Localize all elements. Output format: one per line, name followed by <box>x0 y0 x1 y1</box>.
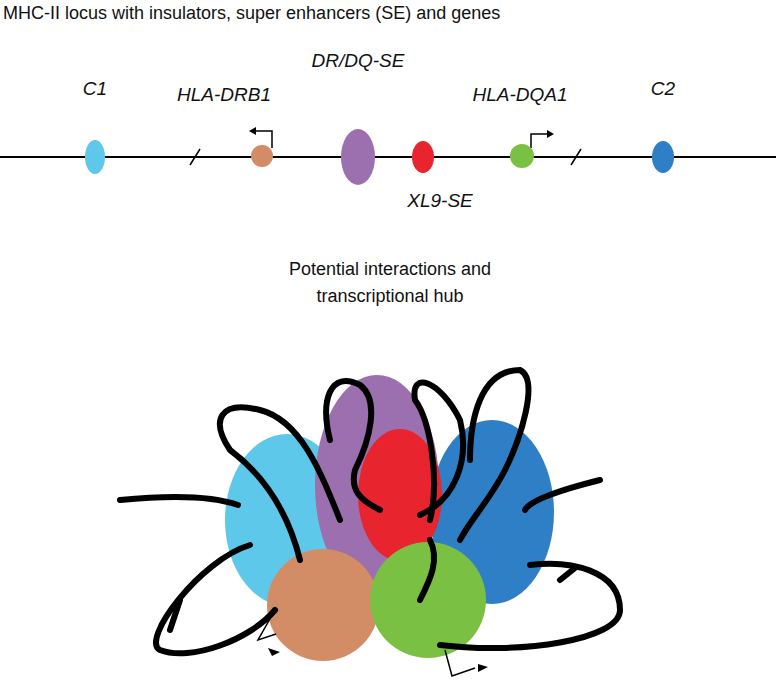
locus-element: C1 <box>83 78 107 100</box>
subtitle-label: Potential interactions and transcription… <box>240 256 540 310</box>
element-label: C1 <box>83 78 107 100</box>
element-shape <box>85 140 105 174</box>
element-label: DR/DQ-SE <box>312 50 405 72</box>
locus-element: XL9-SE <box>407 190 472 212</box>
title: MHC-II locus with insulators, super enha… <box>3 3 500 24</box>
element-label: XL9-SE <box>407 190 472 212</box>
element-shape <box>341 129 375 185</box>
element-shape <box>510 144 534 168</box>
element-label: C2 <box>651 78 675 100</box>
element-shape <box>412 141 434 173</box>
locus-element: HLA-DRB1 <box>177 84 271 106</box>
locus-element: HLA-DQA1 <box>472 84 567 106</box>
element-shape <box>652 141 674 173</box>
element-label: HLA-DRB1 <box>177 84 271 106</box>
locus-element: C2 <box>651 78 675 100</box>
element-shape <box>251 145 273 167</box>
element-label: HLA-DQA1 <box>472 84 567 106</box>
hub-illustration <box>120 370 620 676</box>
locus-element: DR/DQ-SE <box>312 50 405 72</box>
